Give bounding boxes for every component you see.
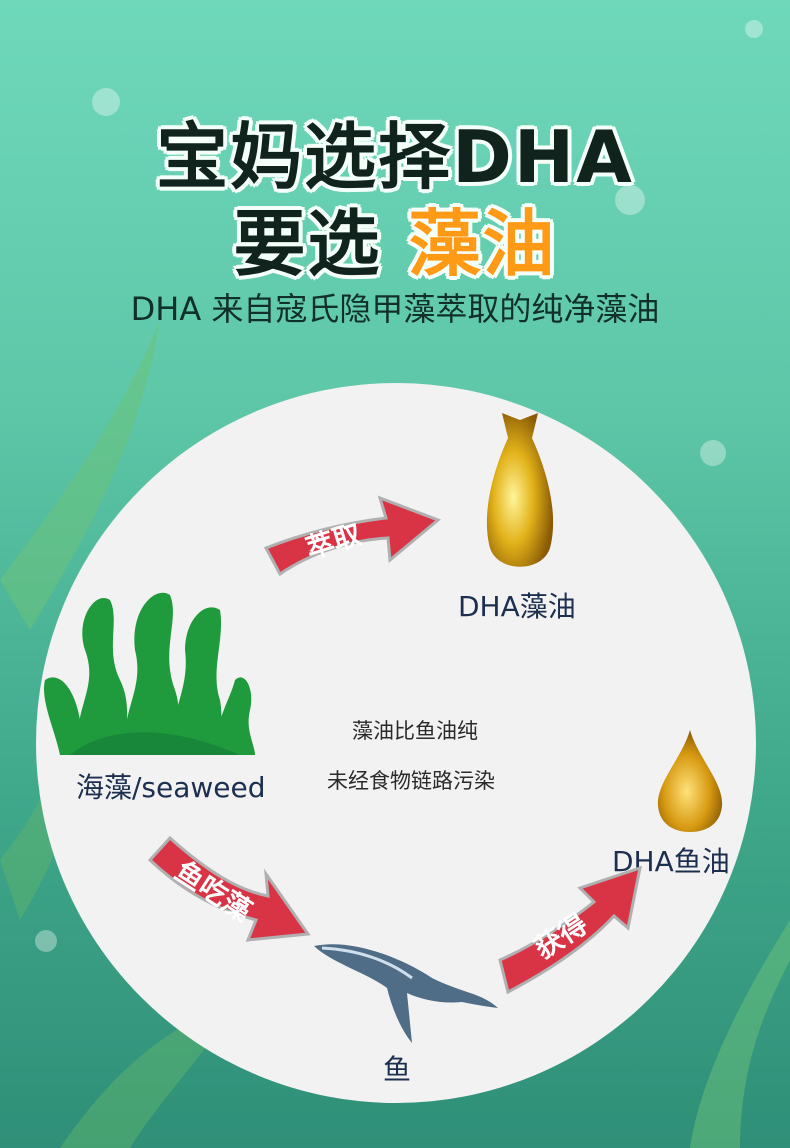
fish-label: 鱼 (383, 1053, 412, 1086)
whale-icon (314, 944, 498, 1043)
center-note-purity: 藻油比鱼油纯 (352, 719, 478, 743)
bubble (745, 20, 763, 38)
headline-prefix: 要选 (233, 202, 382, 286)
fish-eat-algae-arrow-icon (148, 835, 311, 942)
algae-oil-label: DHA藻油 (458, 590, 576, 623)
headline-highlight: 藻油 (408, 202, 557, 286)
fish-oil-drop-icon (657, 730, 723, 832)
headline-line-1: 宝妈选择DHA (156, 115, 634, 199)
bubble (35, 930, 57, 952)
subtitle: DHA 来自寇氏隐甲藻萃取的纯净藻油 (130, 290, 660, 328)
seaweed-label: 海藻/seaweed (76, 771, 266, 804)
extract-arrow-icon (263, 495, 441, 577)
bubble (92, 88, 120, 116)
bubble (700, 440, 726, 466)
bubble (615, 185, 645, 215)
seaweed-icon (43, 592, 255, 755)
headline-line-2: 要选 藻油 (0, 185, 790, 290)
obtain-arrow-icon (498, 865, 642, 995)
algae-oil-capsule-icon (486, 413, 554, 567)
center-note-no-pollution: 未经食物链路污染 (327, 769, 495, 793)
